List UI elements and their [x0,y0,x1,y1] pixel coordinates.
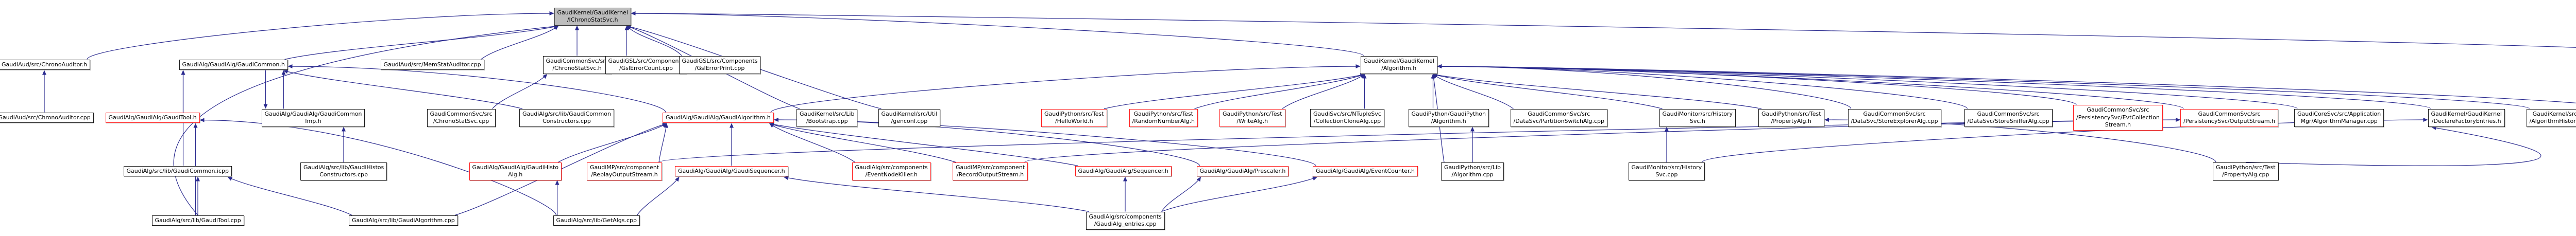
edge-algorithm_h-to-root [631,11,1364,57]
graph-node-propertyalg_h[interactable]: GaudiPython/src/Test /PropertyAlg.h [1758,108,1824,127]
edge-getalgs-to-gaudi_sequencer_h [637,176,680,215]
edge-replay_output_stream-to-gaudi_algorithm_h [658,123,668,162]
edge-storeexplorer-to-algorithm_h [1437,64,1852,109]
edge-record_output_stream-to-gaudi_algorithm_h [769,123,956,163]
edge-gaudialg_entries-to-prescaler_h [1161,176,1201,212]
graph-node-gaudi_algorithm_cpp[interactable]: GaudiAlg/src/lib/GaudiAlgorithm.cpp [349,215,458,226]
edge-propertyalg_cpp-to-declarefactory [2245,125,2541,166]
graph-node-algorithm_h[interactable]: GaudiKernel/GaudiKernel /Algorithm.h [1360,56,1437,74]
graph-node-gaudi_histo_alg_h[interactable]: GaudiAlg/GaudiAlg/GaudiHisto Alg.h [469,162,562,180]
edge-propertyalg_h-to-algorithm_h [1432,72,1762,110]
graph-node-record_output_stream[interactable]: GaudiMP/src/component /RecordOutputStrea… [953,162,1028,180]
graph-node-gslerrorprint[interactable]: GaudiGSL/src/Components /GslErrorPrint.c… [679,56,761,74]
graph-node-gaudipython_lib_algorithm_cpp[interactable]: GaudiPython/src/Lib /Algorithm.cpp [1441,162,1504,180]
graph-node-memstat[interactable]: GaudiAud/src/MemStatAuditor.cpp [380,59,484,70]
graph-node-gaudi_tool_cpp[interactable]: GaudiAlg/src/lib/GaudiTool.cpp [151,215,244,226]
edge-algtool_cpp-to-algorithm_h [1437,64,2576,103]
edge-helloworld-to-algorithm_h [1104,73,1365,110]
graph-node-replay_output_stream[interactable]: GaudiMP/src/component /ReplayOutputStrea… [587,162,663,180]
graph-node-writealg[interactable]: GaudiPython/src/Test /WriteAlg.h [1219,108,1285,127]
edge-memstat-to-root [481,25,559,60]
graph-node-bootstrap[interactable]: GaudiKernel/src/Lib /Bootstrap.cpp [796,108,858,127]
edge-gaudi_tool_cpp-to-root [173,24,559,215]
edge-record_output_stream-to-outputstream [1024,118,2180,163]
graph-node-gaudi_common_icpp[interactable]: GaudiAlg/src/lib/GaudiCommon.icpp [123,166,232,177]
edge-gaudi_common_constructors-to-gaudi_common_h [283,69,523,110]
graph-node-randomnumberalg[interactable]: GaudiPython/src/Test /RandomNumberAlg.h [1129,108,1198,127]
graph-node-gaudi_tool_h[interactable]: GaudiAlg/GaudiAlg/GaudiTool.h [105,112,200,123]
graph-node-event_counter_h[interactable]: GaudiAlg/GaudiAlg/EventCounter.h [1313,166,1418,177]
graph-node-chrono_auditor_h[interactable]: GaudiAud/src/ChronoAuditor.h [0,59,91,70]
graph-node-gaudi_common_constructors[interactable]: GaudiAlg/src/lib/GaudiCommon Constructor… [519,108,614,127]
graph-node-outputstream[interactable]: GaudiCommonSvc/src /PersistencySvc/Outpu… [2180,108,2279,127]
graph-node-gaudi_algorithm_h[interactable]: GaudiAlg/GaudiAlg/GaudiAlgorithm.h [663,112,774,123]
edge-gaudialg_entries-to-gaudi_sequencer_h [784,176,1089,212]
edge-event_counter_h-to-gaudi_algorithm_h [774,118,1316,166]
edge-gaudi_algorithm_h-to-gaudi_common_h [287,64,666,113]
edge-gaudi_common_h-to-root [284,25,559,60]
edge-ichronostatsvc_cpp-to-root [631,11,2576,48]
graph-node-getalgs[interactable]: GaudiAlg/src/lib/GetAlgs.cpp [553,215,640,226]
graph-node-prescaler_h[interactable]: GaudiAlg/GaudiAlg/Prescaler.h [1196,166,1289,177]
graph-node-sequencer_h[interactable]: GaudiAlg/GaudiAlg/Sequencer.h [1075,166,1172,177]
edge-randomnumberalg-to-algorithm_h [1194,74,1365,110]
edge-storesniffer-to-algorithm_h [1437,64,1968,109]
graph-node-evtcollectionstream[interactable]: GaudiCommonSvc/src /PersistencySvc/EvtCo… [2073,105,2163,131]
graph-node-partitionswitch[interactable]: GaudiCommonSvc/src /DataSvc/PartitionSwi… [1510,108,1607,127]
graph-node-helloworld[interactable]: GaudiPython/src/Test /HelloWorld.h [1041,108,1107,127]
graph-node-declarefactory[interactable]: GaudiKernel/GaudiKernel /DeclareFactoryE… [2428,108,2505,127]
edge-gaudi_histo_alg_h-to-gaudi_algorithm_h [558,123,667,163]
graph-node-storeexplorer[interactable]: GaudiCommonSvc/src /DataSvc/StoreExplore… [1848,108,1941,127]
graph-node-gaudi_common_imp_h[interactable]: GaudiAlg/GaudiAlg/GaudiCommon Imp.h [261,108,365,127]
graph-node-gslerrorcount[interactable]: GaudiGSL/src/Components /GslErrorCount.c… [605,56,687,74]
edge-gaudi_algorithm_cpp-to-gaudi_common_icpp [227,176,352,216]
graph-node-historysvc_h[interactable]: GaudiMonitor/src/History Svc.h [1659,108,1736,127]
edge-event_node_killer-to-gaudi_algorithm_h [769,123,855,162]
graph-node-gaudipython_algorithm_h[interactable]: GaudiPython/GaudiPython /Algorithm.h [1408,108,1489,127]
edge-historysvc_h-to-algorithm_h [1432,73,1663,110]
graph-node-historysvc_cpp[interactable]: GaudiMonitor/src/History Svc.cpp [1628,162,1705,180]
edge-writealg-to-algorithm_h [1282,74,1365,109]
graph-node-root: GaudiKernel/GaudiKernel /IChronoStatSvc.… [554,7,631,26]
graph-node-collectionclone[interactable]: GaudiSvc/src/NTupleSvc /CollectionCloneA… [1310,108,1384,127]
edge-gslerrorprint-to-root [626,25,682,56]
edge-algorithmmanager-to-algorithm_h [1437,64,2298,110]
graph-node-gaudi_sequencer_h[interactable]: GaudiAlg/GaudiAlg/GaudiSequencer.h [675,166,788,177]
edge-chrono_auditor_h-to-root [87,11,554,60]
graph-node-algorithmhistory[interactable]: GaudiKernel/src/Lib /AlgorithmHistory.cp… [2526,108,2576,127]
graph-node-chronostatsvc_h[interactable]: GaudiCommonSvc/src /ChronoStatSvc.h [543,56,612,74]
graph-node-algorithmmanager[interactable]: GaudiCoreSvc/src/Application Mgr/Algorit… [2294,108,2384,127]
edge-chronostatsvc_cpp-to-chronostatsvc_h [492,74,548,109]
edge-gaudialg_entries-to-event_counter_h [1161,176,1317,212]
edge-sequencer_h-to-gaudi_algorithm_h [769,122,1078,167]
graph-node-gaudi_common_h[interactable]: GaudiAlg/GaudiAlg/GaudiCommon.h [179,59,288,70]
graph-node-gaudialg_entries[interactable]: GaudiAlg/src/components /GaudiAlg_entrie… [1086,211,1165,230]
graph-node-propertyalg_cpp[interactable]: GaudiPython/src/Test /PropertyAlg.cpp [2213,162,2279,180]
edge-partitionswitch-to-algorithm_h [1432,74,1514,109]
graph-node-storesniffer[interactable]: GaudiCommonSvc/src /DataSvc/StoreSniffer… [1964,108,2053,127]
graph-node-gaudi_histos_constructors[interactable]: GaudiAlg/src/lib/GaudiHistos Constructor… [300,162,387,180]
graph-node-chrono_auditor_cpp[interactable]: GaudiAud/src/ChronoAuditor.cpp [0,112,94,123]
graph-node-genconf[interactable]: GaudiKernel/src/Util /genconf.cpp [878,108,941,127]
graph-node-event_node_killer[interactable]: GaudiAlg/src/components /EventNodeKiller… [852,162,931,180]
edge-gaudi_algorithm_h-to-algorithm_h [770,64,1361,113]
graph-node-chronostatsvc_cpp[interactable]: GaudiCommonSvc/src /ChronoStatSvc.cpp [427,108,496,127]
